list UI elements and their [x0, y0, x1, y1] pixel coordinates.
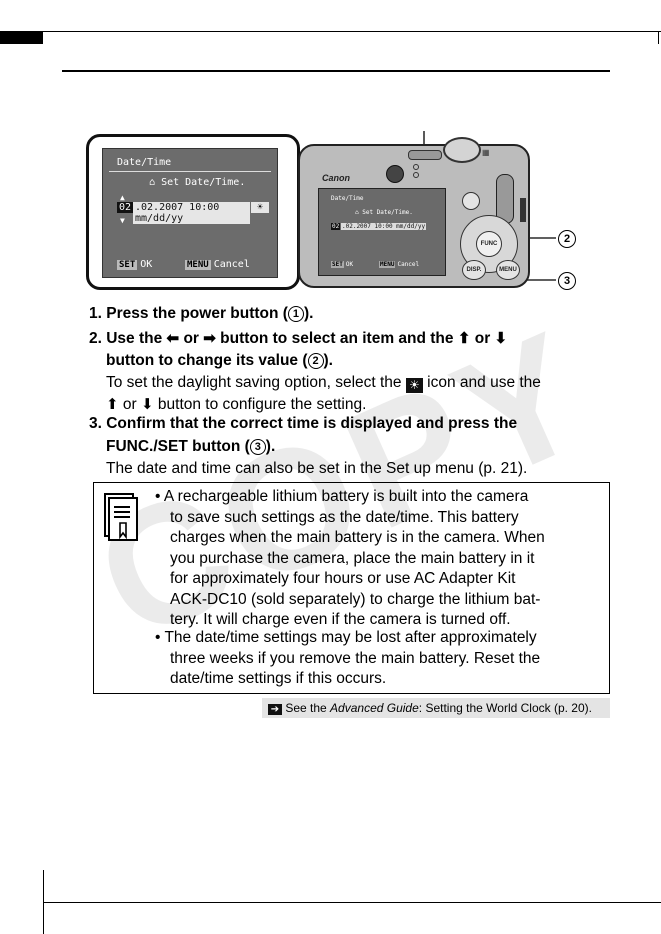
up-arrow-icon: ▲ — [120, 193, 125, 202]
daylight-saving-icon: ☀ — [251, 202, 269, 213]
callout-1-inline: 1 — [287, 306, 304, 322]
home-icon: ⌂ — [149, 177, 156, 188]
lcd-date-selected: 02 — [117, 202, 134, 213]
top-rule — [0, 31, 661, 32]
strap-mount — [520, 198, 526, 222]
step-3-line2: FUNC./SET button (3). — [106, 438, 276, 455]
lcd-heading: Set Date/Time. — [161, 177, 246, 188]
section-rule — [62, 70, 610, 72]
right-arrow-icon: ➡ — [203, 330, 216, 347]
bottom-rule — [43, 902, 661, 903]
camera-lcd: Date/Time ⌂ Set Date/Time. 02 .02.2007 1… — [318, 188, 446, 276]
lcd-ok: OK — [140, 259, 153, 270]
lcd-screen: Date/Time ⌂ Set Date/Time. ▲ 02 .02.2007… — [102, 148, 278, 278]
note-bullet-1: • A rechargeable lithium battery is buil… — [155, 488, 545, 628]
power-button — [408, 150, 442, 160]
step-1: 1. Press the power button (1). — [89, 305, 314, 322]
shutter-button — [443, 137, 481, 163]
lcd-title: Date/Time — [117, 157, 172, 168]
menu-badge: MENU — [185, 260, 211, 270]
see-also-text: ➔ See the Advanced Guide: Setting the Wo… — [268, 701, 592, 715]
top-right-tick — [658, 31, 659, 44]
step-2-line2: button to change its value (2). — [106, 352, 333, 369]
lcd-title-underline — [109, 171, 271, 172]
step-3-body: The date and time can also be set in the… — [106, 460, 528, 477]
viewfinder — [386, 165, 404, 183]
note-bullet-2: • The date/time settings may be lost aft… — [155, 629, 541, 687]
daylight-saving-icon: ☀ — [405, 378, 423, 393]
callout-2-inline: 2 — [307, 353, 324, 369]
callout-3-inline: 3 — [249, 439, 266, 455]
step-2: 2. Use the ⬅ or ➡ button to select an it… — [89, 330, 508, 347]
arrow-right-icon: ➔ — [268, 704, 282, 715]
up-arrow-icon: ⬆ — [106, 396, 119, 413]
camera-lcd-title: Date/Time — [331, 195, 364, 202]
top-corner-block — [0, 31, 43, 44]
menu-button: MENU — [496, 260, 520, 280]
note-icon — [104, 493, 138, 541]
camera-lcd-date-selected: 02 — [331, 223, 341, 230]
left-arrow-icon: ⬅ — [166, 330, 180, 347]
down-arrow-icon: ▼ — [120, 216, 125, 225]
step-2-body-line2: ⬆ or ⬇ button to configure the setting. — [106, 396, 367, 413]
down-arrow-icon: ⬇ — [141, 396, 154, 413]
lcd-date-rest: .02.2007 10:00 mm/dd/yy — [133, 202, 250, 224]
lcd-cancel: Cancel — [213, 259, 250, 270]
print-share-button — [462, 192, 480, 210]
mode-icon: ▦ — [482, 148, 490, 157]
step-2-body-line1: To set the daylight saving option, selec… — [106, 374, 541, 393]
up-arrow-icon: ⬆ — [457, 330, 471, 347]
disp-button: DISP. — [462, 260, 486, 280]
func-set-button: FUNC — [476, 231, 502, 257]
callout-3: 3 — [558, 272, 576, 290]
camera-brand: Canon — [322, 173, 350, 183]
bottom-vertical-rule — [43, 870, 44, 934]
note-box — [93, 482, 610, 694]
see-also-bar — [262, 698, 610, 718]
indicator-lamp — [413, 172, 419, 178]
down-arrow-icon: ⬇ — [494, 330, 508, 347]
indicator-lamp — [413, 164, 419, 170]
step-3: 3. Confirm that the correct time is disp… — [89, 415, 518, 432]
lcd-heading-row: ⌂ Set Date/Time. — [149, 177, 245, 188]
camera-lcd-heading: ⌂ Set Date/Time. — [355, 209, 413, 216]
set-badge: SET — [117, 260, 138, 270]
camera-lcd-date-rest: .02.2007 10:00 mm/dd/yy — [341, 223, 427, 230]
callout-2: 2 — [558, 230, 576, 248]
